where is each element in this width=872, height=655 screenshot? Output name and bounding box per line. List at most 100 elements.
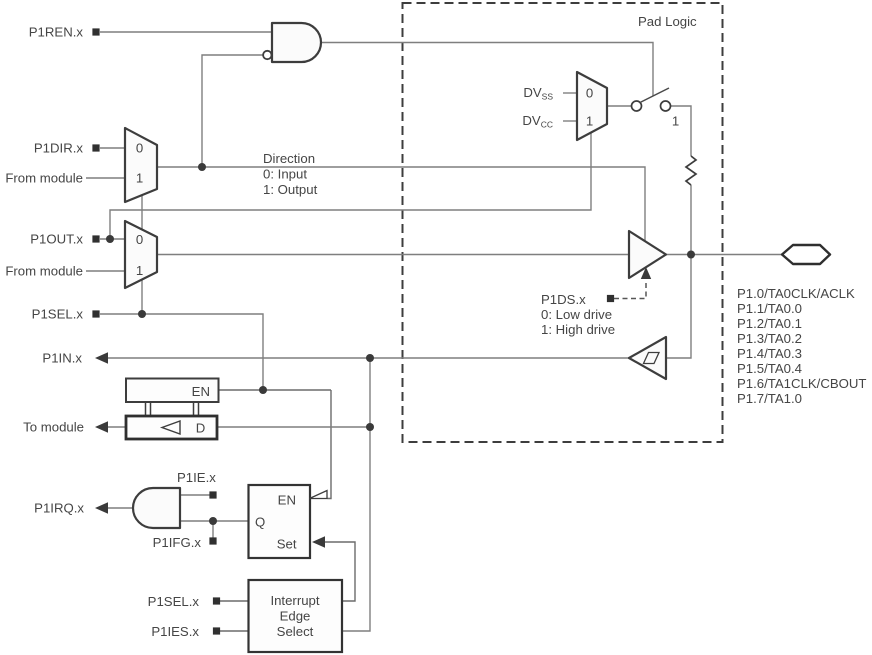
latch-en-box xyxy=(125,377,220,403)
wire-and-inverted-input xyxy=(201,54,263,167)
wire-and-output xyxy=(318,41,654,96)
p1out-mux-0: 0 xyxy=(136,232,143,247)
pull-resistor xyxy=(684,155,698,186)
latch-d-label: D xyxy=(196,421,206,436)
label-p1sel-bottom: P1SEL.x xyxy=(148,594,200,609)
wire-set-feedback xyxy=(322,541,356,602)
pin-name-4: P1.4/TA0.3 xyxy=(737,346,802,361)
pin-name-5: P1.5/TA0.4 xyxy=(737,361,802,376)
p1out-mux: 0 1 xyxy=(123,219,159,290)
direction-output-note: 1: Output xyxy=(263,182,318,197)
input-latch: EN D xyxy=(124,377,220,441)
arrowheads xyxy=(95,352,325,548)
junction-p1in xyxy=(366,354,374,362)
wire-switch-output xyxy=(670,105,692,156)
and-gate-body xyxy=(270,21,323,64)
switch-lever xyxy=(639,87,670,104)
terminal-p1ren xyxy=(92,28,100,36)
pin-name-3: P1.3/TA0.2 xyxy=(737,331,802,346)
pad-logic-region: Pad Logic xyxy=(401,2,724,443)
signal-labels: P1REN.x P1DIR.x From module P1OUT.x From… xyxy=(5,25,216,640)
pad-pin-hexagon xyxy=(780,243,832,266)
label-p1out: P1OUT.x xyxy=(30,232,83,247)
interrupt-edge-select-box: Interrupt Edge Select xyxy=(247,578,344,654)
terminal-p1ies xyxy=(212,627,221,635)
p1out-mux-body xyxy=(123,219,159,290)
hysteresis-icon xyxy=(642,351,661,365)
label-p1ies: P1IES.x xyxy=(151,624,199,639)
flag-q-label: Q xyxy=(255,515,265,530)
to-module-arrow-icon xyxy=(95,421,108,433)
terminal-p1ifg xyxy=(209,537,217,545)
label-p1ifg: P1IFG.x xyxy=(153,535,202,550)
edge-select-line3: Select xyxy=(277,624,314,639)
output-buffer xyxy=(627,229,668,280)
switch-contact-left xyxy=(630,100,643,112)
label-p1ie: P1IE.x xyxy=(177,470,216,485)
p1dir-mux-0: 0 xyxy=(136,141,143,156)
junction-pad xyxy=(687,250,695,259)
pin-name-0: P1.0/TA0CLK/ACLK xyxy=(737,286,855,301)
terminal-p1ie xyxy=(209,491,217,499)
junction-p1sel xyxy=(138,310,146,318)
dvss-main: DV xyxy=(523,85,542,100)
junction-latch-en xyxy=(259,386,267,394)
drive-high-note: 1: High drive xyxy=(541,322,615,337)
junction-p1out xyxy=(106,235,114,243)
flag-set-label: Set xyxy=(277,537,297,552)
dvcc-label: DVCC xyxy=(522,113,553,130)
schmitt-body xyxy=(627,335,668,381)
and-gate-inversion-bubble xyxy=(262,49,273,61)
input-schmitt-trigger xyxy=(627,335,668,381)
terminal-p1ds xyxy=(606,294,615,303)
label-p1ren: P1REN.x xyxy=(29,25,84,40)
pull-supply-mux: 0 1 DVSS DVCC xyxy=(522,70,609,142)
junction-latch-d xyxy=(366,423,374,431)
p1dir-mux: 0 1 xyxy=(123,126,159,204)
dvss-subscript: SS xyxy=(542,92,554,102)
wire-direction xyxy=(157,166,646,241)
edge-select-line2: Edge xyxy=(280,609,311,624)
latch-d-box xyxy=(124,414,219,441)
wire-pin-feedback xyxy=(342,358,371,632)
terminal-p1out xyxy=(92,235,100,243)
label-p1irq: P1IRQ.x xyxy=(34,501,84,516)
wire-pad-vertical xyxy=(666,185,692,359)
latch-d-triangle-icon xyxy=(159,420,181,435)
p1out-mux-1: 1 xyxy=(136,263,143,278)
drive-low-note: 0: Low drive xyxy=(541,307,612,322)
pull-supply-mux-body xyxy=(575,70,609,142)
direction-title: Direction xyxy=(263,151,315,166)
label-p1dir: P1DIR.x xyxy=(34,141,84,156)
label-p1ds: P1DS.x xyxy=(541,292,586,307)
p1dir-mux-body xyxy=(123,126,159,204)
direction-input-note: 0: Input xyxy=(263,167,307,182)
terminal-p1dir xyxy=(92,144,100,152)
p1dir-mux-1: 1 xyxy=(136,171,143,186)
wire-p1sel-top xyxy=(100,313,264,390)
edge-select-body xyxy=(247,578,344,654)
wire-pull-select xyxy=(109,132,592,239)
switch-contact-right xyxy=(659,100,672,112)
p1ds-arrow-icon xyxy=(640,267,652,279)
pull-enable-switch: 1 xyxy=(630,87,679,129)
label-from-module-2: From module xyxy=(5,264,83,279)
dvcc-main: DV xyxy=(522,113,541,128)
junction-direction xyxy=(198,163,206,171)
pull-supply-mux-1: 1 xyxy=(586,114,593,129)
label-p1in: P1IN.x xyxy=(42,351,82,366)
flag-clock-triangle-icon xyxy=(309,489,328,500)
register-terminals xyxy=(92,28,615,635)
pin-name-7: P1.7/TA1.0 xyxy=(737,391,802,406)
latch-legs xyxy=(144,402,200,416)
pin-name-2: P1.2/TA0.1 xyxy=(737,316,802,331)
pull-supply-mux-0: 0 xyxy=(586,86,593,101)
irq-and-gate xyxy=(131,486,182,530)
flag-en-label: EN xyxy=(278,493,296,508)
switch-closed-label: 1 xyxy=(672,114,679,129)
pad-logic-title: Pad Logic xyxy=(638,14,697,29)
annotations: Direction 0: Input 1: Output P1DS.x 0: L… xyxy=(263,151,615,337)
latch-en-label: EN xyxy=(192,384,210,399)
label-from-module-1: From module xyxy=(5,171,83,186)
